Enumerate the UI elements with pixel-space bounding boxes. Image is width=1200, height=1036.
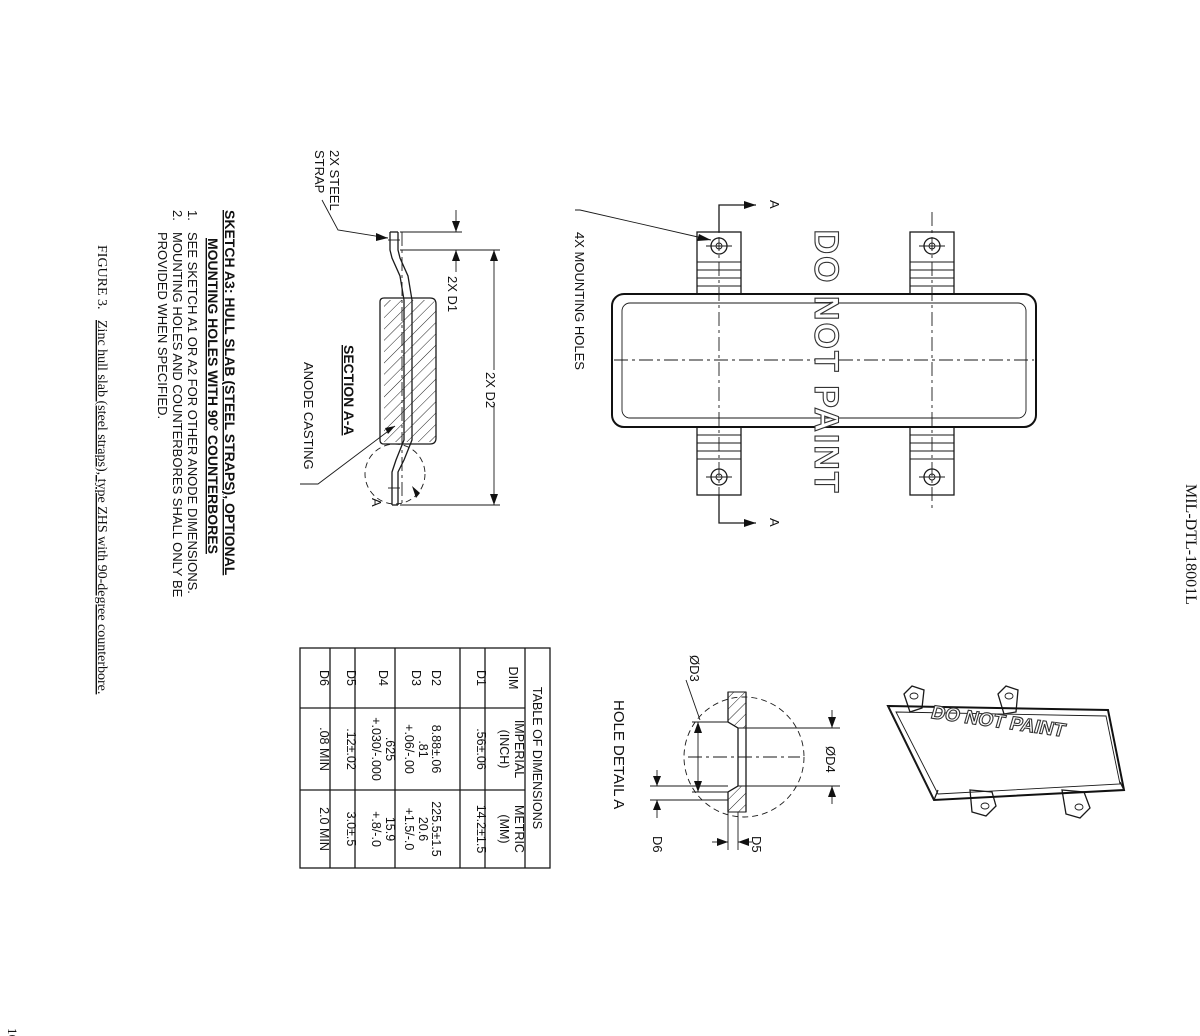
figure-label: FIGURE 3. <box>94 245 109 310</box>
note-1-text: SEE SKETCH A1 OR A2 FOR OTHER ANODE DIME… <box>185 232 200 594</box>
svg-text:.56±.06: .56±.06 <box>474 728 488 770</box>
note-2-number: 2. <box>170 210 185 221</box>
note-2-text-line2: PROVIDED WHEN SPECIFIED. <box>155 232 170 419</box>
sketch-title-line1: SKETCH A3: HULL SLAB (STEEL STRAPS), OPT… <box>222 210 238 576</box>
svg-text:15.9: 15.9 <box>383 817 397 841</box>
header-dim: DIM <box>506 667 520 690</box>
table-title: TABLE OF DIMENSIONS <box>530 687 544 829</box>
svg-text:+.030/-.000: +.030/-.000 <box>369 717 383 781</box>
table-header: DIM IMPERIAL (INCH) METRIC (MM) <box>497 667 526 853</box>
detail-a-circle <box>364 443 426 505</box>
page-number: 16 <box>5 1028 20 1036</box>
svg-text:3.0±.5: 3.0±.5 <box>344 812 358 847</box>
figure-caption: FIGURE 3. Zinc hull slab (steel straps),… <box>94 245 109 694</box>
svg-text:14.2±1.5: 14.2±1.5 <box>474 805 488 854</box>
dimension-d5: D5 <box>749 836 764 853</box>
do-not-paint-marking: DO NOT PAINT <box>807 229 845 494</box>
dimension-d4: ØD4 <box>823 746 838 773</box>
header-metric: METRIC <box>512 805 526 853</box>
anode-body-plan <box>611 293 1037 428</box>
mounting-holes-callout: 4X MOUNTING HOLES <box>572 232 587 370</box>
section-marker-bottom: A <box>767 518 782 527</box>
dimension-2x-d1: 2X D1 <box>445 276 460 312</box>
table-row: D4 .625 +.030/-.000 15.9 +.8/-.0 <box>369 670 397 847</box>
steel-strap-callout-line2: STRAP <box>312 150 327 193</box>
dimensions-table: TABLE OF DIMENSIONS DIM IMPERIAL (INCH) … <box>299 647 551 869</box>
section-title: SECTION A-A <box>341 345 357 435</box>
header-metric-unit: (MM) <box>497 814 511 843</box>
table-row: D2 8.88±.06 225.5±1.5 <box>429 670 443 857</box>
svg-text:225.5±1.5: 225.5±1.5 <box>429 801 443 857</box>
svg-text:+1.5/-.0: +1.5/-.0 <box>402 808 416 851</box>
dimension-d6: D6 <box>650 836 665 853</box>
steel-strap-callout-line1: 2X STEEL <box>327 150 342 211</box>
table-row: D1 .56±.06 14.2±1.5 <box>474 670 488 853</box>
svg-text:8.88±.06: 8.88±.06 <box>429 725 443 774</box>
dimension-d3: ØD3 <box>687 655 702 682</box>
anode-casting-callout: ANODE CASTING <box>301 362 316 470</box>
figure-caption-text: Zinc hull slab (steel straps), type ZHS … <box>94 320 109 694</box>
svg-text:.12±.02: .12±.02 <box>344 728 358 770</box>
isometric-view: DO NOT PAINT <box>886 685 1126 819</box>
detail-marker: A <box>369 498 384 507</box>
svg-text:2.0 MIN: 2.0 MIN <box>317 807 331 851</box>
table-row: D6 .08 MIN 2.0 MIN <box>317 670 331 851</box>
hole-detail: ØD4 ØD3 D5 D6 HOLE DETAIL A <box>610 655 840 853</box>
table-row: D5 .12±.02 3.0±.5 <box>344 670 358 846</box>
section-marker-top: A <box>767 200 782 209</box>
svg-text:.81: .81 <box>416 740 430 757</box>
hole-detail-title: HOLE DETAIL A <box>610 700 627 809</box>
svg-text:20.6: 20.6 <box>416 817 430 841</box>
svg-text:.625: .625 <box>383 737 397 761</box>
sketch-notes: SKETCH A3: HULL SLAB (STEEL STRAPS), OPT… <box>155 210 238 598</box>
svg-text:D6: D6 <box>317 670 331 686</box>
svg-text:+.8/-.0: +.8/-.0 <box>369 811 383 847</box>
note-1-number: 1. <box>185 210 200 221</box>
doc-number: MIL-DTL-18001L <box>1182 484 1199 605</box>
sketch-title-line2: MOUNTING HOLES WITH 90° COUNTERBORES <box>205 238 221 554</box>
plan-view: DO NOT PAINT A A 4X MOUNTING HOLES <box>572 200 1037 527</box>
table-row: D3 .81 +.06/-.00 20.6 +1.5/-.0 <box>402 670 430 850</box>
svg-text:D1: D1 <box>474 670 488 686</box>
svg-text:.08 MIN: .08 MIN <box>317 727 331 771</box>
svg-text:+.06/-.00: +.06/-.00 <box>402 724 416 774</box>
svg-text:D2: D2 <box>429 670 443 686</box>
anode-casting-section <box>412 300 436 442</box>
svg-text:D3: D3 <box>409 670 423 686</box>
section-view: 2X D1 2X D2 A SECTION A-A 2X STEEL STRAP… <box>300 150 500 507</box>
note-2-text-line1: MOUNTING HOLES AND COUNTERBORES SHALL ON… <box>170 232 185 598</box>
svg-text:D5: D5 <box>344 670 358 686</box>
header-imperial: IMPERIAL <box>512 720 526 778</box>
svg-text:D4: D4 <box>376 670 390 686</box>
dimension-2x-d2: 2X D2 <box>483 372 498 408</box>
header-imperial-unit: (INCH) <box>497 730 511 769</box>
